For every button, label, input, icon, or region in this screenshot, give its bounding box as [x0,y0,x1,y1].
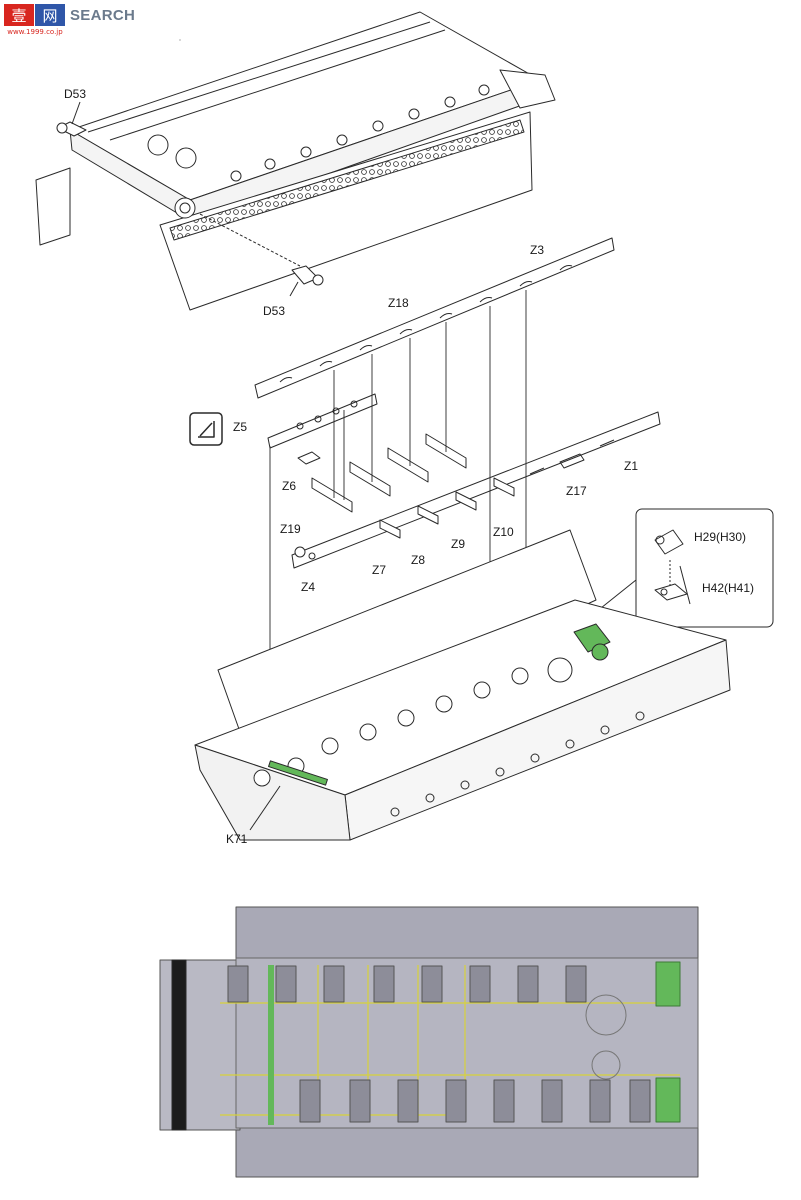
watermark-cjk-1: 壹 [11,7,26,25]
lower-hull [194,529,731,841]
label-z6: Z6 [282,479,297,493]
rail-z5 [267,393,378,449]
watermark-logo: 壹 网 www.1999.co.jp [4,4,66,36]
d53-part-top [56,121,87,137]
k71-highlight [268,760,328,786]
label-h42: H42(H41) [702,581,755,595]
plan-view [159,906,699,1178]
watermark-search: SEARCH [70,7,136,24]
lower-hull-holes [390,711,645,817]
label-z7: Z7 [372,563,387,577]
label-h29: H29(H30) [694,530,747,544]
brackets [311,433,515,539]
watermark-cjk-2: 网 [42,7,57,25]
label-z3: Z3 [530,243,545,257]
torsion-housings [253,667,529,787]
rail-z18-z3 [254,237,615,399]
part-z6 [297,451,321,465]
label-z5: Z5 [233,420,248,434]
label-z17: Z17 [566,484,587,498]
rail-z1-z17 [291,411,661,569]
plan-h29-top [655,961,681,1007]
label-z19: Z19 [280,522,301,536]
upper-hull-assembly [35,11,556,311]
fender-plate [159,111,533,311]
z-parts-exploded [254,237,661,770]
watermark-url: www.1999.co.jp [7,28,63,36]
hull-side-holes [230,84,490,182]
label-z10: Z10 [493,525,514,539]
label-k71: K71 [226,832,248,846]
watermark: 壹 网 www.1999.co.jp SEARCH [4,4,135,36]
label-z18: Z18 [388,296,409,310]
detail-callout [595,508,774,628]
plan-k71 [268,965,274,1125]
label-d53-top: D53 [64,87,87,101]
glue-icon [189,412,223,446]
label-z9: Z9 [451,537,466,551]
part-z19 [294,546,306,558]
plan-h29-bottom [655,1077,681,1123]
d53-part-bottom [291,265,324,286]
label-z1: Z1 [624,459,639,473]
label-d53-bottom: D53 [263,304,286,318]
label-z4: Z4 [301,580,316,594]
label-z8: Z8 [411,553,426,567]
part-z4 [308,552,316,560]
track-run [169,119,525,241]
plan-road-wheels [227,965,651,1123]
